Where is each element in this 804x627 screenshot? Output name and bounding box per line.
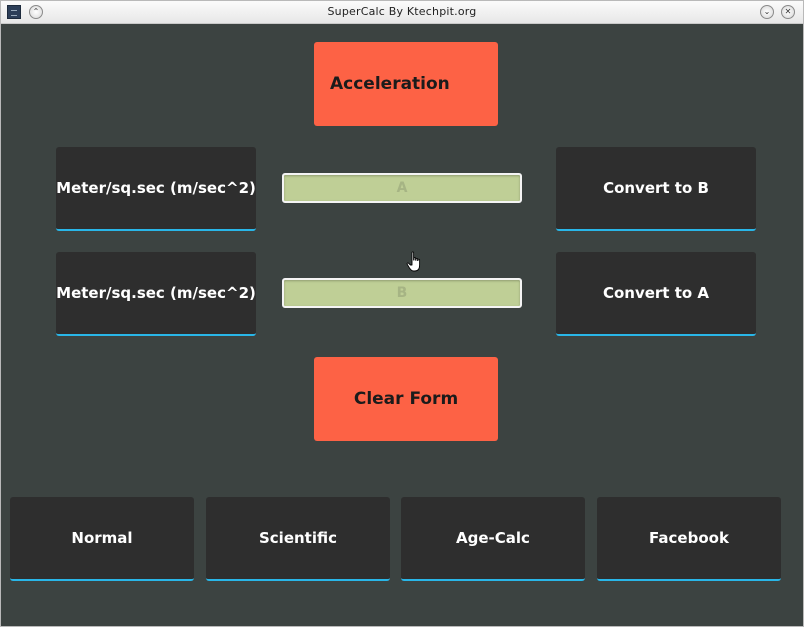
close-icon[interactable]: ✕: [781, 5, 795, 19]
unit-a-button[interactable]: Meter/sq.sec (m/sec^2): [56, 147, 256, 231]
unit-b-button[interactable]: Meter/sq.sec (m/sec^2): [56, 252, 256, 336]
hand-cursor-icon: [406, 251, 421, 272]
unit-a-label: Meter/sq.sec (m/sec^2): [56, 179, 256, 197]
nav-normal-label: Normal: [71, 529, 133, 547]
clear-form-label: Clear Form: [353, 389, 459, 409]
nav-scientific-button[interactable]: Scientific: [206, 497, 390, 581]
convert-to-b-button[interactable]: Convert to B: [556, 147, 756, 231]
shade-icon[interactable]: ⌃: [29, 5, 43, 19]
nav-normal-button[interactable]: Normal: [10, 497, 194, 581]
nav-age-calc-button[interactable]: Age-Calc: [401, 497, 585, 581]
unit-b-label: Meter/sq.sec (m/sec^2): [56, 284, 256, 302]
nav-facebook-button[interactable]: Facebook: [597, 497, 781, 581]
convert-to-a-button[interactable]: Convert to A: [556, 252, 756, 336]
input-b[interactable]: [282, 278, 522, 308]
app-icon[interactable]: [7, 5, 21, 19]
nav-facebook-label: Facebook: [649, 529, 729, 547]
title-bar[interactable]: ⌃ SuperCalc By Ktechpit.org ⌄ ✕: [1, 1, 803, 24]
category-button[interactable]: Acceleration: [314, 42, 498, 126]
window-title: SuperCalc By Ktechpit.org: [327, 5, 477, 18]
convert-to-a-label: Convert to A: [602, 284, 710, 302]
nav-scientific-label: Scientific: [258, 529, 337, 547]
category-label: Acceleration: [330, 74, 450, 94]
clear-form-button[interactable]: Clear Form: [314, 357, 498, 441]
nav-age-calc-label: Age-Calc: [456, 529, 530, 547]
convert-to-b-label: Convert to B: [603, 179, 709, 197]
input-a[interactable]: [282, 173, 522, 203]
minimize-icon[interactable]: ⌄: [760, 5, 774, 19]
